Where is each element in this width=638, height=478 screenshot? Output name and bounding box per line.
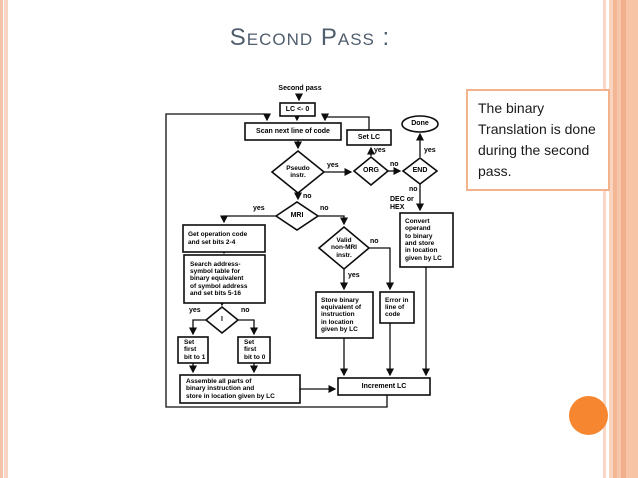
node-shape-mri-decision [274,201,320,231]
node-shape-end-decision [401,156,439,186]
node-shape-store [315,291,374,339]
node-shape-done-terminator [401,115,439,133]
node-shape-set-bit1 [177,336,209,364]
node-shape-search [183,254,266,304]
node-shape-pseudo-decision [270,149,326,195]
right-edge-stripe-1 [609,0,613,478]
connector-mri-no-valid [318,215,349,226]
callout-box: The binary Translation is done during th… [466,89,610,191]
node-shape-scan [244,122,342,141]
node-shape-i-decision [204,305,240,335]
right-edge-stripe-2 [613,0,617,478]
connector-setlc-loop-scan [320,113,370,130]
node-shape-lc0 [279,102,316,117]
left-edge-stripe-inner [4,0,8,478]
right-edge-stripe-3 [617,0,621,478]
node-shape-org-decision [352,155,390,187]
flowchart-shapes [177,102,454,404]
node-shape-assemble [179,374,301,404]
slide-title: Second Pass : [229,24,391,51]
right-edge-stripe-thin [603,0,606,478]
left-edge-stripe-outer [0,0,3,478]
right-edge-stripe-5 [626,0,638,478]
connector-mri-yes-getop [219,215,276,224]
connector-i-no-setbit0 [238,319,259,336]
node-shape-error [379,291,415,324]
callout-text: The binary Translation is done during th… [478,100,596,179]
node-shape-increment [337,377,431,396]
connector-increment-loop-scan [165,113,388,408]
flowchart-connectors [165,93,431,408]
right-edge-stripe-4 [621,0,626,478]
node-shape-set-lc [346,129,392,146]
node-shape-valid-decision [317,225,371,271]
node-shape-get-op [182,224,266,253]
decorative-circle [569,396,608,435]
connector-valid-no-error [369,247,395,291]
connector-i-yes-setbit1 [188,319,206,336]
node-shape-set-bit0 [237,336,271,364]
node-shape-convert [399,212,454,268]
